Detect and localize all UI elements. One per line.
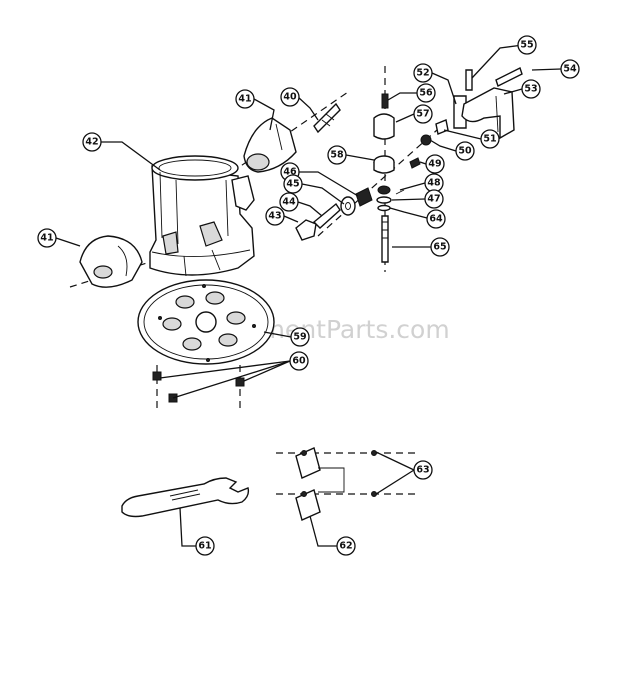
svg-text:63: 63 — [416, 465, 429, 476]
svg-text:53: 53 — [524, 84, 537, 95]
callout-65: 65 — [430, 237, 450, 257]
callout-59: 59 — [290, 327, 310, 347]
svg-text:47: 47 — [427, 194, 440, 205]
brush-holders — [295, 447, 377, 521]
leader-lines — [55, 44, 562, 547]
callout-63: 63 — [413, 460, 433, 480]
callout-58: 58 — [327, 145, 347, 165]
callout-57: 57 — [413, 104, 433, 124]
svg-text:52: 52 — [416, 68, 429, 79]
callout-44: 44 — [279, 192, 299, 212]
callout-40: 40 — [280, 87, 300, 107]
svg-text:44: 44 — [282, 197, 296, 208]
callout-45: 45 — [283, 174, 303, 194]
motor-housing — [149, 155, 255, 277]
svg-text:60: 60 — [292, 356, 306, 367]
svg-text:42: 42 — [85, 137, 98, 148]
svg-text:43: 43 — [268, 211, 281, 222]
end-cap-left — [79, 235, 143, 288]
svg-text:61: 61 — [198, 541, 211, 552]
callout-52: 52 — [413, 63, 433, 83]
callout-49: 49 — [425, 154, 445, 174]
svg-text:56: 56 — [419, 88, 433, 99]
svg-text:50: 50 — [458, 146, 472, 157]
svg-text:64: 64 — [429, 214, 443, 225]
callout-64: 64 — [426, 209, 446, 229]
svg-text:41: 41 — [40, 233, 53, 244]
svg-text:51: 51 — [483, 134, 496, 145]
callout-61: 61 — [195, 536, 215, 556]
svg-text:40: 40 — [283, 92, 297, 103]
callout-51: 51 — [480, 129, 500, 149]
callout-53: 53 — [521, 79, 541, 99]
callout-54: 54 — [560, 59, 580, 79]
svg-text:65: 65 — [433, 242, 446, 253]
svg-text:59: 59 — [293, 332, 306, 343]
svg-text:46: 46 — [283, 167, 297, 178]
svg-text:54: 54 — [563, 64, 577, 75]
callout-43: 43 — [265, 206, 285, 226]
svg-text:58: 58 — [330, 150, 344, 161]
svg-text:41: 41 — [238, 94, 251, 105]
callout-41-left: 41 — [37, 228, 57, 248]
callout-47: 47 — [424, 189, 444, 209]
callout-42: 42 — [82, 132, 102, 152]
svg-text:49: 49 — [428, 159, 441, 170]
svg-text:48: 48 — [427, 178, 441, 189]
base-plate — [137, 279, 275, 365]
adjust-assembly — [295, 67, 523, 263]
callout-55: 55 — [517, 35, 537, 55]
handle-cap-upper — [243, 117, 297, 173]
callout-60: 60 — [289, 351, 309, 371]
wrench — [121, 477, 250, 518]
screw-40 — [313, 102, 341, 134]
svg-text:57: 57 — [416, 109, 429, 120]
callout-50: 50 — [455, 141, 475, 161]
callout-56: 56 — [416, 83, 436, 103]
svg-text:55: 55 — [520, 40, 533, 51]
callout-62: 62 — [336, 536, 356, 556]
svg-text:45: 45 — [286, 179, 299, 190]
callout-48: 48 — [424, 173, 444, 193]
callout-41-top: 41 — [235, 89, 255, 109]
svg-text:62: 62 — [339, 541, 352, 552]
